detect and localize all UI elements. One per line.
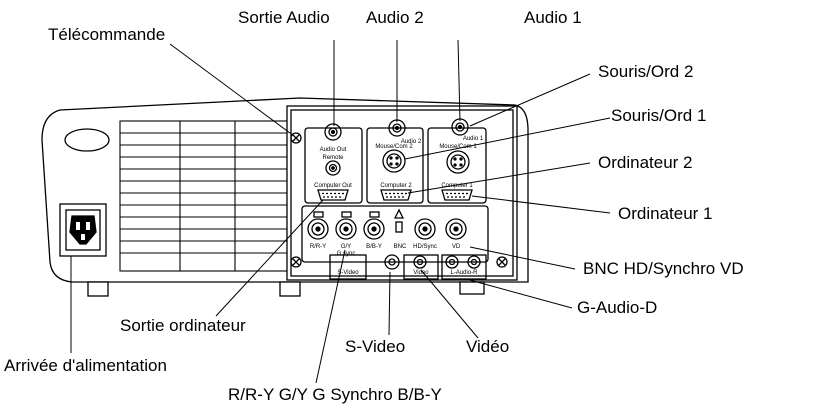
panel-text-s-video: S-Video	[337, 270, 359, 276]
label-audio-1: Audio 1	[524, 8, 582, 27]
dsub-computer2	[380, 189, 412, 201]
screw	[496, 256, 508, 268]
jack-audio-out	[324, 123, 342, 141]
panel-text-computer1: Computer 1	[441, 183, 473, 189]
bnc-switches	[313, 208, 405, 233]
panel-text-bnc: BNC	[394, 244, 407, 250]
label-ordinateur-1: Ordinateur 1	[618, 204, 713, 223]
label-souris-ord-2: Souris/Ord 2	[598, 62, 694, 81]
panel-text-audio-out: Audio Out	[320, 147, 347, 153]
label-video: Vidéo	[466, 337, 510, 356]
video-port	[403, 254, 439, 280]
leader-lines	[70, 39, 611, 384]
dsub-computer1	[441, 189, 473, 201]
audio-lr-ports	[441, 254, 487, 280]
panel-text-g-y: G/Y	[341, 244, 351, 250]
s-video-port	[329, 254, 400, 280]
label-ordinateur-2: Ordinateur 2	[598, 153, 693, 172]
panel-text-vd: VD	[452, 244, 461, 250]
panel-text-g-sync: G sync	[337, 251, 356, 257]
label-g-audio-d: G-Audio-D	[577, 298, 658, 317]
bnc-jacks	[307, 218, 467, 240]
panel-text-r-ry: R/R-Y	[310, 244, 326, 250]
screw	[290, 132, 302, 144]
label-arrivee-alimentation: Arrivée d'alimentation	[4, 356, 167, 375]
panel-text-computer2: Computer 2	[380, 183, 412, 189]
foot-middle	[279, 281, 301, 297]
power-inlet	[59, 203, 107, 257]
logo-oval	[64, 128, 110, 152]
foot-left	[87, 281, 109, 297]
panel-text-mouse-com2: Mouse/Com 2	[375, 144, 413, 150]
module-computer1	[427, 127, 487, 204]
panel-text-hd-sync: HD/Sync	[413, 244, 437, 250]
screw	[290, 256, 302, 268]
label-s-video: S-Video	[345, 337, 406, 356]
label-telecommande: Télécommande	[48, 25, 166, 44]
panel-text-computer-out: Computer Out	[314, 183, 352, 189]
label-rgb-connectors: R/R-Y G/Y G Synchro B/B-Y	[228, 385, 442, 404]
label-sortie-ordinateur: Sortie ordinateur	[120, 316, 246, 335]
panel-text-mouse-com1: Mouse/Com 1	[439, 144, 477, 150]
panel-text-video: Video	[413, 270, 429, 276]
dsub-computer-out	[317, 189, 349, 201]
foot-right	[459, 281, 485, 295]
panel-text-audio1: Audio 1	[463, 136, 484, 142]
label-souris-ord-1: Souris/Ord 1	[611, 106, 707, 125]
label-audio-2: Audio 2	[366, 8, 424, 27]
panel-text-l-audio-r: L-Audio-R	[450, 270, 478, 276]
mouse-port-2	[382, 149, 406, 173]
label-bnc-hd-synchro-vd: BNC HD/Synchro VD	[583, 259, 744, 278]
panel-text-audio2: Audio 2	[401, 139, 422, 145]
panel-text-remote: Remote	[322, 155, 344, 161]
jack-remote	[325, 160, 341, 176]
label-sortie-audio: Sortie Audio	[238, 8, 330, 27]
panel-text-b-by: B/B-Y	[366, 244, 382, 250]
mouse-port-1	[446, 150, 470, 174]
